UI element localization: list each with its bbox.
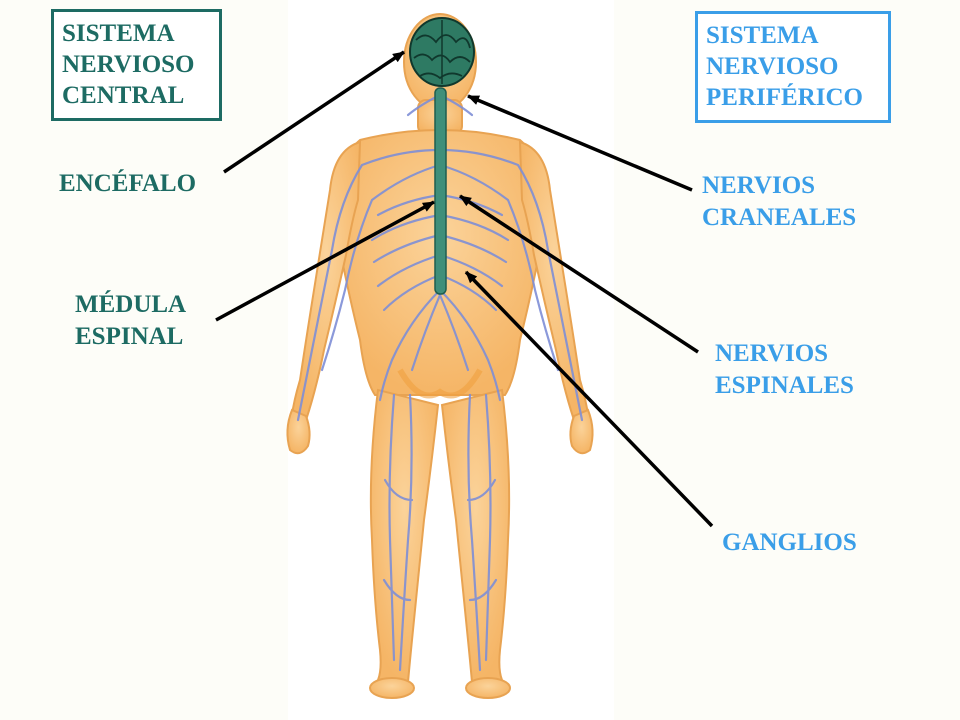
- brain: [409, 17, 475, 87]
- arrow-ganglios: [464, 270, 714, 528]
- left-foot: [369, 677, 415, 699]
- label-nervios-espinales: NERVIOS ESPINALES: [715, 340, 854, 399]
- label-nervios-craneales: NERVIOS CRANEALES: [702, 172, 857, 231]
- arrow-nervios-craneales: [467, 94, 693, 192]
- peripheral-nervous-system-box: SISTEMA NERVIOSO PERIFÉRICO: [695, 11, 891, 123]
- central-nervous-system-title: SISTEMA NERVIOSO CENTRAL: [62, 20, 195, 109]
- label-encefalo: ENCÉFALO: [59, 170, 197, 197]
- pointer-arrows: [215, 50, 714, 528]
- label-medula-espinal: MÉDULA ESPINAL: [75, 291, 187, 350]
- right-hand: [569, 408, 594, 455]
- arrow-nervios-espinales: [459, 194, 699, 354]
- right-foot: [465, 677, 511, 699]
- left-leg: [369, 388, 440, 684]
- spinal-cord: [434, 87, 447, 295]
- central-nervous-system-box: SISTEMA NERVIOSO CENTRAL: [51, 9, 222, 121]
- right-leg: [440, 388, 511, 684]
- peripheral-nervous-system-title: SISTEMA NERVIOSO PERIFÉRICO: [706, 22, 863, 111]
- arrow-medula: [215, 200, 435, 322]
- left-hand: [286, 408, 311, 455]
- label-ganglios: GANGLIOS: [722, 529, 857, 556]
- gluteal-highlight: [397, 368, 483, 399]
- arrow-encefalo: [223, 50, 405, 174]
